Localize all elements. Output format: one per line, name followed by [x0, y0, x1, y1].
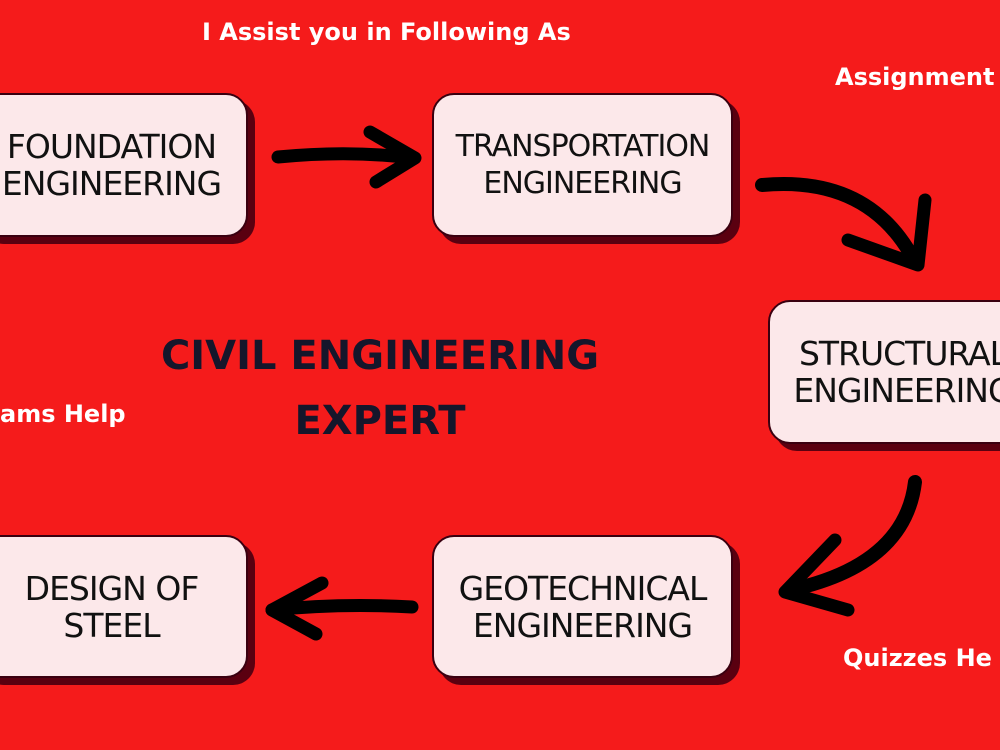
structural-engineering-box: STRUCTURAL ENGINEERING	[768, 300, 1000, 444]
box-line1: DESIGN OF	[24, 568, 200, 608]
assignment-label: Assignment	[835, 63, 995, 91]
foundation-engineering-box: FOUNDATION ENGINEERING	[0, 93, 248, 237]
arrow-right-icon	[271, 125, 422, 189]
box-line1: STRUCTURAL	[798, 334, 1000, 373]
transportation-engineering-box: TRANSPORTATION ENGINEERING	[432, 93, 733, 237]
box-line2: ENGINEERING	[483, 166, 682, 201]
arrow-left-icon	[265, 576, 419, 641]
box-line2: ENGINEERING	[1, 164, 222, 203]
box-line1: TRANSPORTATION	[455, 129, 711, 164]
center-title-line2: EXPERT	[294, 398, 466, 444]
arrow-curve-down-icon	[755, 177, 932, 272]
center-title-line1: CIVIL ENGINEERING	[160, 333, 600, 379]
geotechnical-engineering-box: GEOTECHNICAL ENGINEERING	[432, 535, 733, 678]
box-line1: FOUNDATION	[6, 127, 217, 166]
arrow-curve-down-left-icon	[778, 475, 922, 617]
box-line2: ENGINEERING	[472, 605, 693, 645]
header-caption: I Assist you in Following As	[202, 18, 571, 46]
quizzes-help-label: Quizzes He	[843, 644, 992, 672]
design-of-steel-box: DESIGN OF STEEL	[0, 535, 248, 678]
exams-help-label: ams Help	[0, 400, 126, 428]
box-line2: ENGINEERING	[793, 371, 1000, 410]
box-line1: GEOTECHNICAL	[458, 568, 708, 608]
box-line2: STEEL	[63, 605, 160, 645]
